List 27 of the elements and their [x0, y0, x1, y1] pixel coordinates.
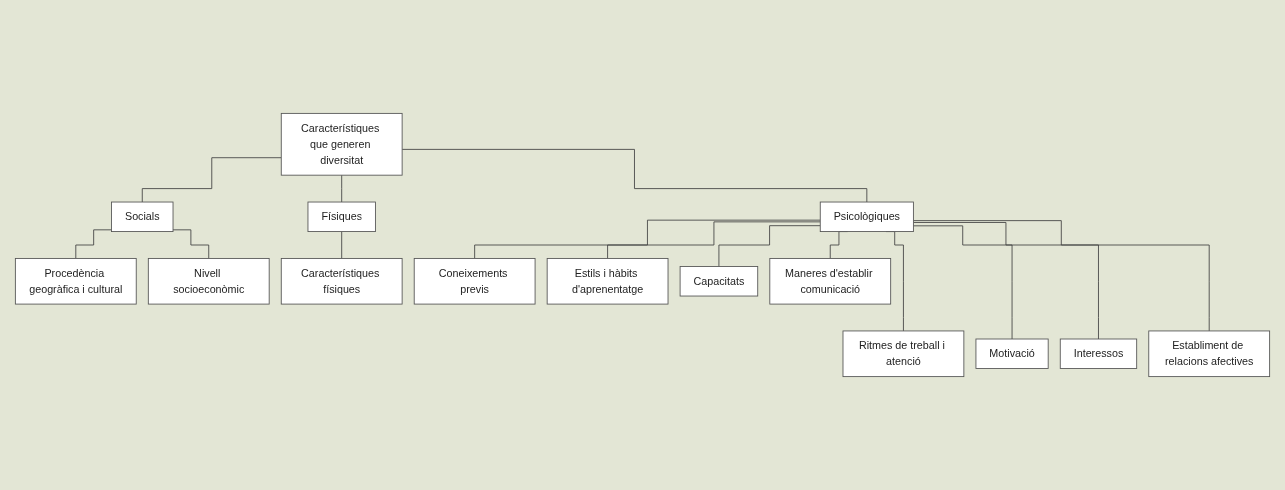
connector [912, 220, 1210, 332]
node-box: Estils i hàbits d'aprenentatge [546, 258, 669, 305]
connector [341, 231, 343, 259]
connector [607, 221, 821, 259]
node-box: Socials [111, 201, 174, 232]
connector [401, 148, 868, 203]
node-box: Psicològiques [819, 201, 914, 232]
connector [75, 229, 112, 259]
node-box: Característiques físiques [280, 258, 403, 305]
node-box: Coneixements previs [413, 258, 536, 305]
node-box: Característiques que generen diversitat [280, 112, 403, 176]
node-box: Establiment de relacions afectives [1148, 330, 1271, 378]
node-box: Físiques [307, 201, 376, 232]
node-box: Capacitats [679, 266, 759, 297]
connector [172, 229, 210, 259]
connector [474, 219, 821, 259]
node-box: Ritmes de treball i atenció [842, 330, 965, 378]
node-box: Nivell socioeconòmic [147, 258, 270, 305]
node-box: Interessos [1059, 338, 1138, 369]
node-box: Procedència geogràfica i cultural [14, 258, 137, 305]
connector [341, 174, 343, 203]
node-box: Motivació [975, 338, 1049, 369]
connector [141, 157, 282, 203]
connector [912, 225, 1013, 340]
connector [912, 222, 1099, 340]
node-box: Maneres d'establir comunicació [769, 258, 892, 305]
connector [718, 225, 821, 267]
